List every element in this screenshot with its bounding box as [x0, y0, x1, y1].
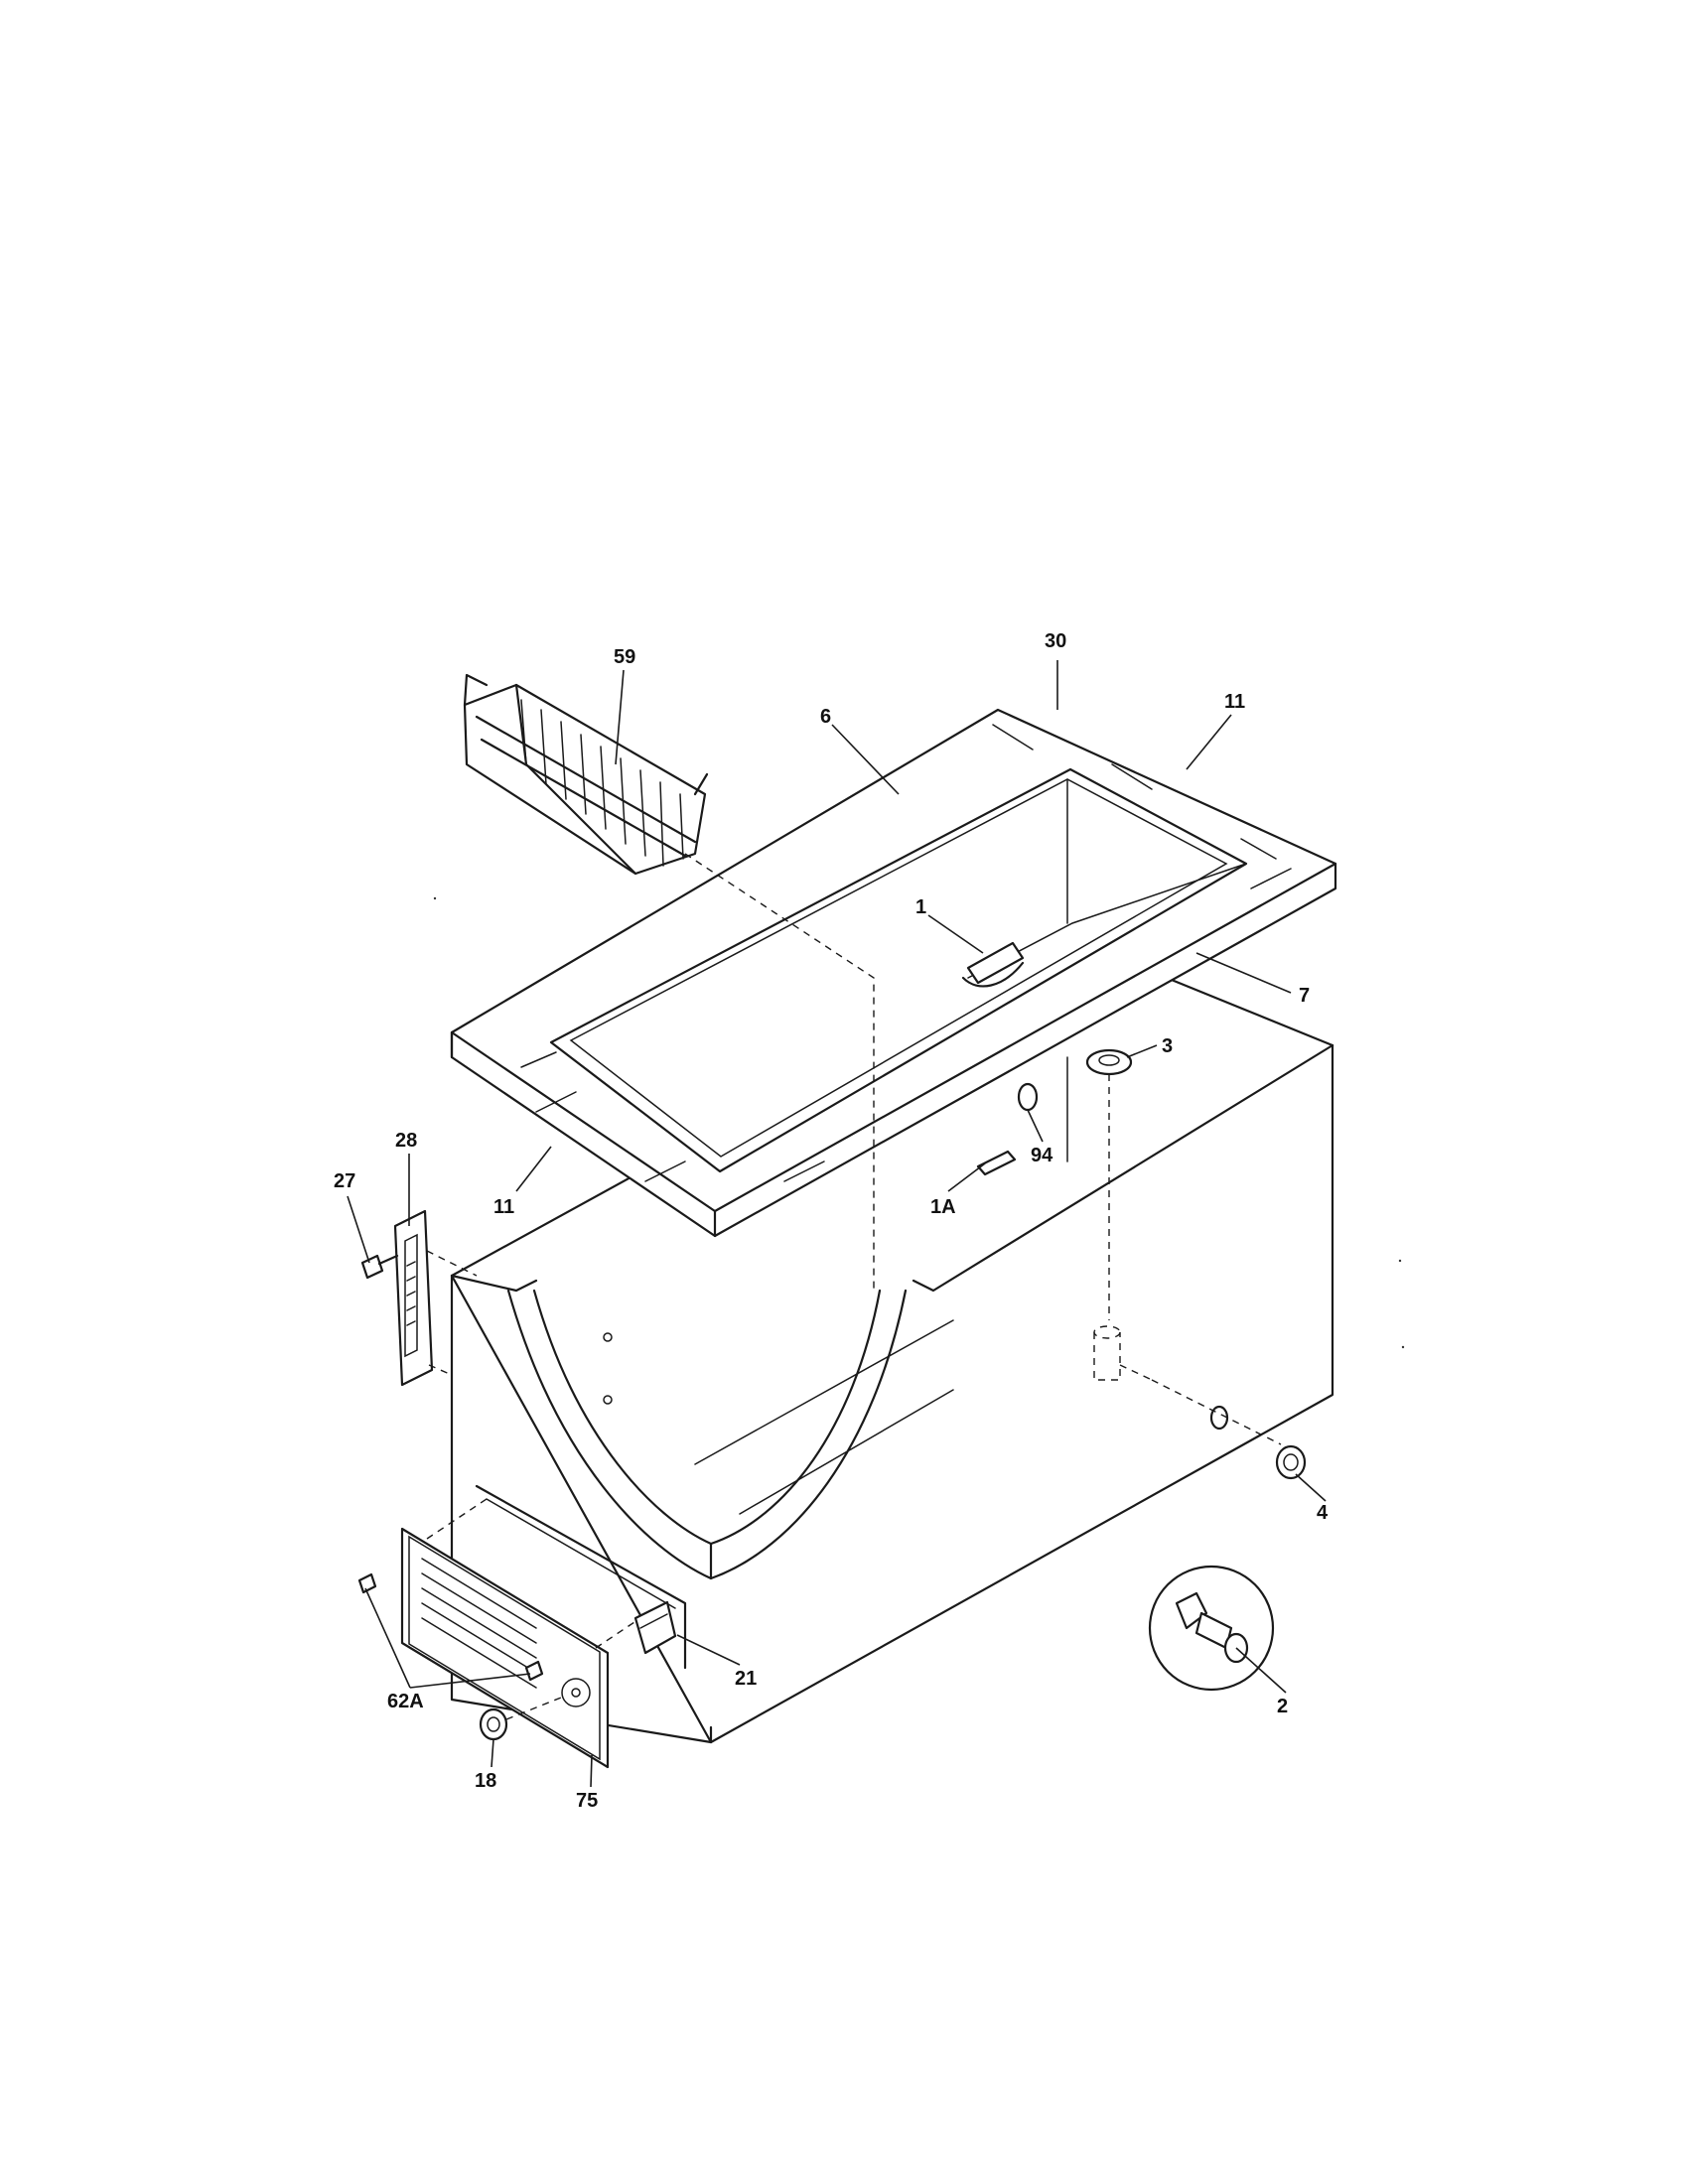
callout-28: 28: [395, 1130, 417, 1152]
callout-62A: 62A: [387, 1691, 424, 1712]
callout-18: 18: [475, 1770, 496, 1792]
speck: [1401, 1345, 1405, 1349]
callout-1: 1: [915, 896, 926, 918]
relay-part: [633, 1600, 677, 1655]
drain-cap-part: [1085, 1048, 1133, 1320]
leader-lines: [347, 660, 1327, 1788]
callout-75: 75: [576, 1790, 598, 1812]
drain-tube-part: [1093, 1325, 1282, 1445]
handle-part: [961, 941, 1025, 988]
callout-2: 2: [1277, 1696, 1288, 1717]
hinge-screw-part: [360, 1254, 399, 1280]
callout-94: 94: [1031, 1145, 1053, 1166]
speck: [433, 896, 437, 900]
callout-4: 4: [1317, 1502, 1329, 1524]
hinge-part: [393, 1209, 478, 1387]
ring-part: [1017, 1082, 1039, 1112]
strike-part: [976, 1150, 1017, 1176]
callout-6: 6: [820, 706, 831, 728]
callout-1A: 1A: [930, 1196, 956, 1218]
callout-27: 27: [334, 1170, 355, 1192]
callout-3: 3: [1162, 1035, 1173, 1057]
wire-basket-part: [463, 673, 875, 1291]
callout-59: 59: [614, 646, 635, 668]
callout-30: 30: [1045, 630, 1066, 652]
callout-11-top: 11: [1224, 691, 1245, 713]
callout-7: 7: [1299, 985, 1310, 1007]
panel-screw-part: [357, 1572, 544, 1682]
callout-21: 21: [735, 1668, 757, 1690]
speck: [1398, 1259, 1402, 1263]
callout-11-bottom: 11: [493, 1196, 514, 1218]
lid-gasket-frame: [450, 708, 1337, 1238]
freezer-cabinet: [450, 974, 1334, 1744]
callout-labels: 30 59 6 11 1 7 3 94 1A 11 28 27 4 2 21 6…: [334, 630, 1329, 1812]
compressor-opening: [475, 1484, 687, 1670]
drain-fitting-inset: [1148, 1565, 1275, 1692]
grille-panel-part: [400, 1498, 656, 1769]
drain-plug-part: [1275, 1444, 1307, 1480]
